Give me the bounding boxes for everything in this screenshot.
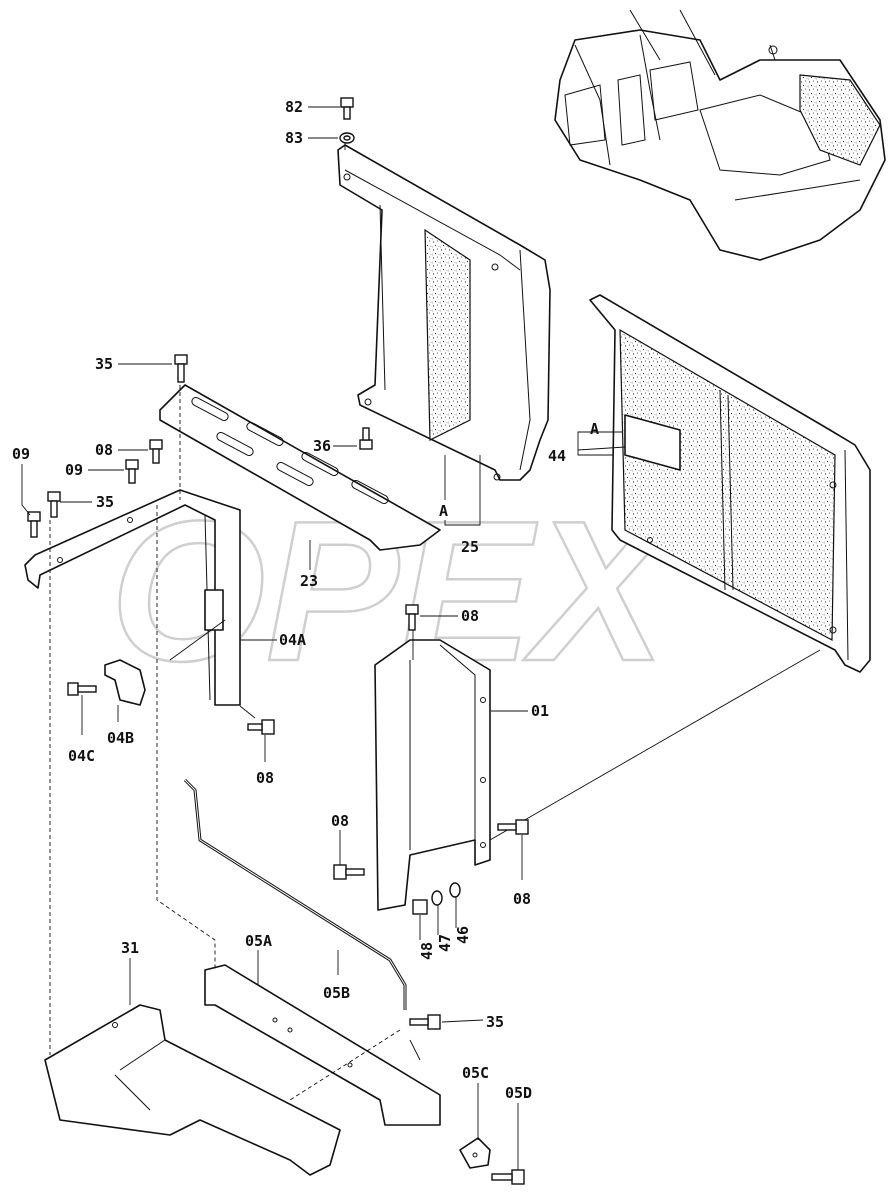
callout-35: 35 — [486, 1013, 504, 1031]
part-05A-bracket — [204, 964, 441, 1126]
bolt-35-icon — [409, 1014, 441, 1030]
bolt-82-icon — [340, 97, 354, 120]
bolt-icons — [27, 97, 529, 1185]
bolt-35-icon — [47, 491, 61, 518]
bolt-08-icon — [497, 819, 529, 835]
callout-A: A — [439, 502, 448, 520]
callout-08: 08 — [461, 607, 479, 625]
assembly-center-lines — [49, 140, 821, 1101]
bolt-35-icon — [174, 354, 188, 383]
nut-48-icon — [412, 899, 428, 915]
callout-48: 48 — [418, 942, 436, 960]
callout-83: 83 — [285, 129, 303, 147]
callout-08: 08 — [331, 812, 349, 830]
excavator-overview-illustration — [554, 9, 886, 261]
callout-47: 47 — [436, 934, 454, 952]
washer-83-icon — [339, 132, 355, 144]
callout-05D: 05D — [505, 1084, 532, 1102]
callout-05B: 05B — [323, 984, 350, 1002]
bolt-09-icon — [125, 459, 139, 484]
washer-47-icon — [431, 890, 443, 906]
bolt-05D-icon — [491, 1169, 525, 1185]
bolt-08-icon — [247, 719, 275, 735]
bolt-04C-icon — [67, 682, 97, 696]
part-05B-rod — [183, 778, 407, 1010]
part-04B-clamp — [104, 659, 146, 706]
callout-31: 31 — [121, 939, 139, 957]
callout-04C: 04C — [68, 747, 95, 765]
part-01-frame — [374, 639, 491, 911]
side-cover-panel-right — [589, 294, 871, 673]
left-frame-bracket — [24, 489, 241, 706]
part-25-upper-cover-panel — [337, 144, 551, 481]
callout-A: A — [590, 420, 599, 438]
callout-labels: 82 83 35 09 08 09 35 36 44 A A 25 23 04A… — [12, 98, 599, 1102]
part-31-lower-cover — [44, 1004, 341, 1176]
callout-09: 09 — [12, 445, 30, 463]
callout-46: 46 — [454, 926, 472, 944]
callout-09: 09 — [65, 461, 83, 479]
part-23-slotted-plate — [159, 384, 441, 551]
part-05C-plate — [459, 1137, 491, 1169]
callout-82: 82 — [285, 98, 303, 116]
washer-46-icon — [449, 882, 461, 898]
callout-04B: 04B — [107, 729, 134, 747]
callout-05A: 05A — [245, 932, 272, 950]
callout-35: 35 — [96, 493, 114, 511]
callout-08: 08 — [256, 769, 274, 787]
callout-23: 23 — [300, 572, 318, 590]
callout-01: 01 — [531, 702, 549, 720]
bolt-09-icon — [27, 511, 41, 538]
bolt-08-icon — [149, 439, 163, 464]
callout-05C: 05C — [462, 1064, 489, 1082]
bolt-08-icon — [333, 864, 365, 880]
callout-25: 25 — [461, 538, 479, 556]
callout-leaders — [21, 106, 626, 1170]
callout-35: 35 — [95, 355, 113, 373]
callout-08: 08 — [513, 890, 531, 908]
callout-08: 08 — [95, 441, 113, 459]
callout-44: 44 — [548, 447, 566, 465]
bolt-08-icon — [405, 604, 419, 631]
callout-36: 36 — [313, 437, 331, 455]
callout-04A: 04A — [279, 631, 306, 649]
bolt-36-icon — [359, 427, 373, 450]
